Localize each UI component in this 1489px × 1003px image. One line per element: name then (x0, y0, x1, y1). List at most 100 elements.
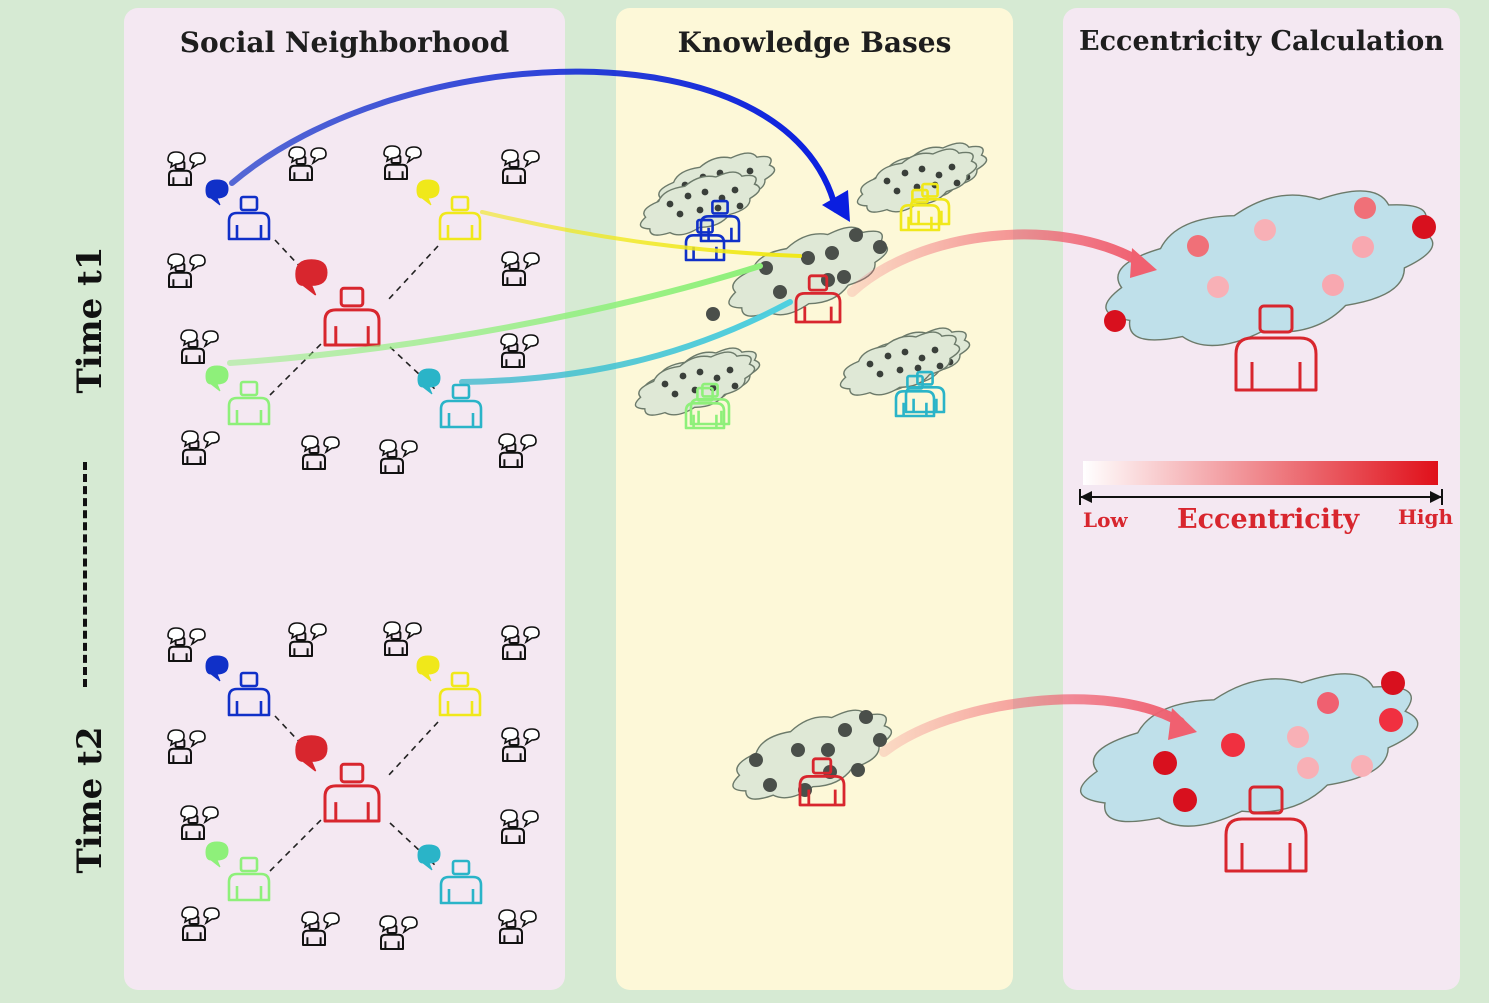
neighbor-icon-t1-6 (180, 329, 219, 364)
neighbor-person-t2-11-body (499, 927, 523, 944)
t2-ecc-cloud-shape (1079, 673, 1419, 827)
t2-ego-bubble (295, 735, 328, 772)
speech-bubble-icon-t2-9 (301, 911, 319, 929)
neighbor-person-t1-0-body (168, 169, 192, 186)
t1-kb-person-cyan-head (916, 370, 934, 386)
neighbor-icon-t2-2 (383, 621, 422, 656)
t2-kb-green-dot-3 (713, 374, 721, 382)
neighbor-person-t1-2-body (384, 163, 408, 180)
t1-arrow-green (227, 263, 763, 366)
t2-kb-green-dot-8 (731, 382, 739, 390)
t2-kb-blue-dot-3 (718, 194, 726, 202)
neighbor-person-t2-6-body (181, 823, 205, 840)
t2-kb-person-ego-head (811, 757, 833, 775)
t2-blue-person-head (239, 671, 259, 688)
speech-bubble-icon-t1-4b (189, 254, 206, 273)
t2-kb-cloud-green-shape (634, 351, 756, 416)
speech-bubble-icon-t1-2 (383, 145, 401, 163)
t1-yellow-person-body (438, 211, 482, 241)
speech-bubble-icon-t1-10b (401, 440, 418, 459)
t2-green-bubble (205, 841, 229, 868)
t1-arrow-blue (229, 68, 839, 213)
t2-kb-cloud-green (634, 351, 756, 416)
t2-kb-green-dot-1 (679, 372, 687, 380)
t1-blue-person-body (227, 211, 271, 241)
t1-kb-ego-dot-4 (825, 246, 839, 260)
speech-bubble-icon-t2-2 (383, 621, 401, 639)
t1-cyan-person-body (439, 399, 483, 429)
t2-ecc-dot-2 (1221, 733, 1245, 757)
t2-kb-ego-dot-6 (859, 710, 873, 724)
t2-kb-person-green (684, 386, 726, 430)
t2-kb-cloud-yellow-shape (856, 148, 978, 213)
t2-kb-ego-dot-2 (791, 743, 805, 757)
t1-ecc-cloud (1105, 190, 1434, 347)
t1-ego-person-head (339, 286, 365, 308)
neighbor-person-t2-11 (499, 918, 523, 944)
speech-bubble-icon-t1-1b (310, 147, 327, 166)
t1-ecc-dot-4 (1412, 215, 1436, 239)
t2-kb-blue-dot-0 (666, 200, 674, 208)
t2-kb-yellow-dot-5 (893, 187, 901, 195)
t1-link-green (269, 342, 323, 396)
t2-ecc-person (1224, 785, 1308, 873)
speech-bubble-icon-t1-4 (167, 253, 185, 271)
t2-kb-ego-dot-4 (838, 723, 852, 737)
t1-kb-ego-dot-6 (873, 240, 887, 254)
t1-kb-ego-dot-7 (837, 270, 851, 284)
t2-ecc-dot-3 (1287, 726, 1309, 748)
neighbor-icon-t1-8 (181, 430, 220, 465)
neighbor-icon-t2-5 (501, 727, 540, 762)
t1-green-bubble (205, 365, 229, 392)
neighbor-person-t2-7-body (501, 827, 525, 844)
speech-bubble-icon-t2-2b (405, 622, 422, 641)
t2-link-green (269, 818, 323, 872)
neighbor-person-t1-5-body (502, 269, 526, 286)
neighbor-person-t2-2-body (384, 639, 408, 656)
speech-bubble-icon-t2-6b (202, 806, 219, 825)
t2-ecc-dot-5 (1381, 671, 1405, 695)
neighbor-person-t1-11 (499, 442, 523, 468)
speech-bubble-icon-t1-8 (181, 430, 199, 448)
speech-bubble-icon-t1-5 (501, 251, 519, 269)
social-neighborhood-title: Social Neighborhood (179, 26, 510, 59)
t2-kb-person-ego-body (798, 775, 846, 807)
neighbor-icon-t1-9 (301, 435, 340, 470)
speech-bubble-icon-t1-1 (288, 146, 306, 164)
t1-ecc-dot-3 (1354, 197, 1376, 219)
speech-bubble-icon-t2-1 (288, 622, 306, 640)
t1-arrow-red (847, 229, 1145, 297)
t1-kb-ego-dot-3 (801, 251, 815, 265)
t2-kb-cloud-yellow (856, 148, 978, 213)
t2-ecc-dot-8 (1351, 755, 1373, 777)
t2-green-person (227, 856, 271, 902)
t2-kb-green-dot-0 (661, 380, 669, 388)
speech-bubble-icon-t1-8b (203, 431, 220, 450)
neighbor-person-t2-0-body (168, 645, 192, 662)
t1-kb-ego-dot-5 (849, 228, 863, 242)
t2-kb-yellow-dot-3 (935, 171, 943, 179)
t2-yellow-person (438, 671, 482, 717)
speech-bubble-icon-t1-6b (202, 330, 219, 349)
neighbor-person-t1-6-body (181, 347, 205, 364)
neighbor-icon-t2-8 (181, 906, 220, 941)
neighbor-person-t2-3-body (502, 643, 526, 660)
neighbor-icon-t1-3 (501, 149, 540, 184)
t2-kb-ego-dot-0 (749, 753, 763, 767)
t2-kb-yellow-dot-1 (901, 169, 909, 177)
t2-green-person-body (227, 872, 271, 902)
t1-kb-blue-dot-4 (746, 167, 754, 175)
t2-kb-person-cyan-head (906, 374, 924, 390)
neighbor-person-t1-4 (168, 262, 192, 288)
neighbor-icon-t1-5 (501, 251, 540, 286)
scale-low-label: Low (1083, 508, 1128, 532)
speech-bubble-icon-t1-5b (523, 252, 540, 271)
t1-kb-person-ego (794, 274, 842, 324)
t1-green-person-body (227, 396, 271, 426)
neighbor-icon-t2-0 (167, 627, 206, 662)
t2-kb-blue-dot-6 (696, 206, 704, 214)
t1-blue-person-head (239, 195, 259, 212)
eccentricity-title: Eccentricity Calculation (1079, 26, 1444, 57)
t1-yellow-bubble (416, 179, 440, 206)
speech-bubble-icon-t2-11 (498, 909, 516, 927)
